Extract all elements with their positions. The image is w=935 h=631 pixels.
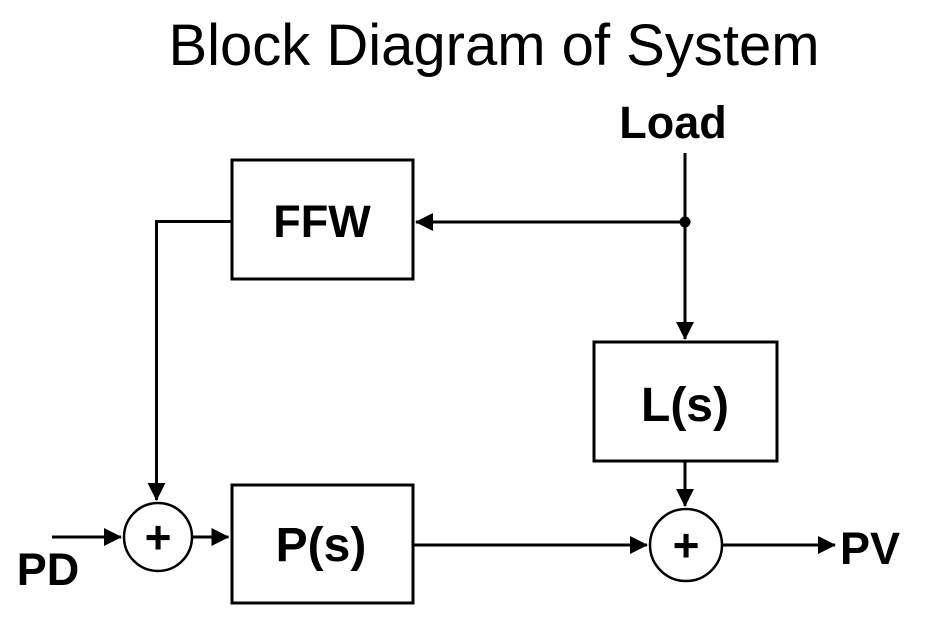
summing-junction-right-operator: + (673, 519, 700, 571)
ffw-block-label: FFW (273, 196, 371, 247)
ps-block-label: P(s) (276, 519, 367, 572)
summing-junction-right (648, 507, 724, 583)
pd-label: PD (17, 544, 80, 595)
ffw-block (230, 158, 415, 281)
pv-label: PV (840, 523, 900, 574)
summing-junction-left-operator: + (145, 511, 172, 563)
ffw-to-left-sum-arrow (147, 220, 232, 501)
ls-block (592, 340, 779, 463)
summing-junction-left (122, 501, 194, 573)
ls-block-label: L(s) (641, 379, 729, 432)
load-label: Load (619, 97, 727, 148)
diagram-title: Block Diagram of System (168, 13, 819, 78)
ps-block (230, 483, 415, 605)
